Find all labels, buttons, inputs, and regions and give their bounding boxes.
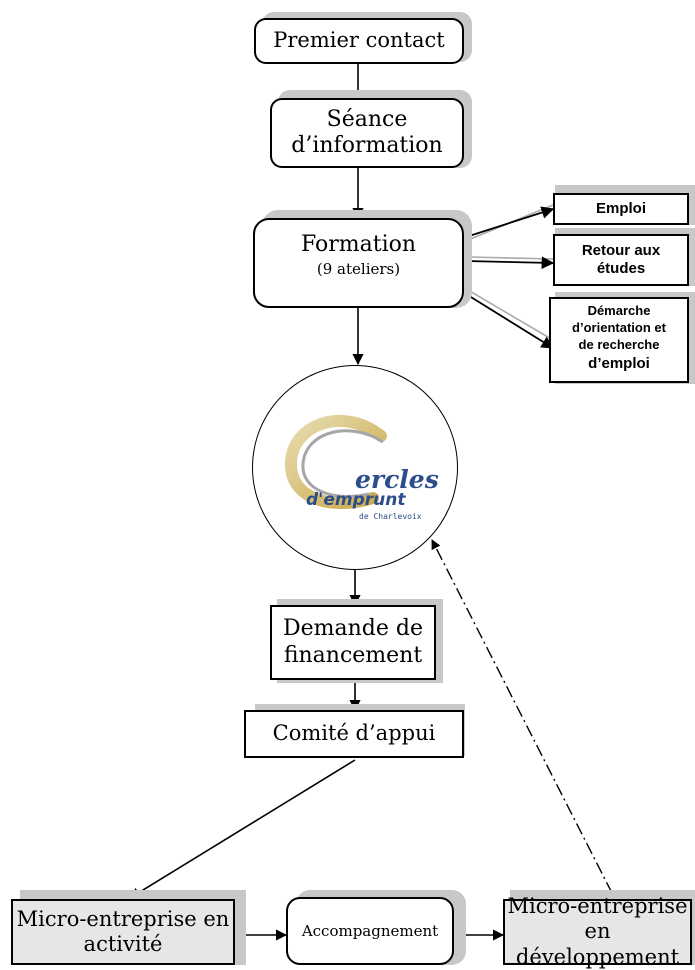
node-formation-label: Formation	[300, 232, 417, 257]
node-micro-dev-line2: en développement	[515, 919, 680, 969]
node-premier-contact: Premier contact	[254, 18, 464, 64]
node-demande-line1: Demande de	[282, 616, 423, 642]
node-demarche-line1: Démarche	[587, 303, 651, 318]
node-seance: Séance d’information	[270, 98, 464, 168]
node-micro-activite-line1: Micro-entreprise en	[16, 906, 230, 931]
arrow-comite-activite	[129, 759, 356, 899]
node-demarche-line2: d’orientation et	[572, 319, 666, 335]
arrow-formation-emploi	[465, 206, 555, 238]
node-micro-activite: Micro-entreprise en activité	[11, 899, 235, 965]
arrow-shadow-demarche	[467, 289, 554, 341]
node-demarche: Démarche d’orientation et de recherche d…	[549, 297, 689, 383]
node-micro-activite-line2: activité	[83, 932, 163, 956]
node-demarche-line4: d’emploi	[588, 354, 650, 372]
node-demande-line2: financement	[283, 642, 423, 668]
arrow-shadow-retour	[467, 256, 554, 260]
logo-line3: de Charlevoix	[359, 512, 422, 521]
node-premier-contact-label: Premier contact	[273, 28, 445, 53]
node-accompagnement: Accompagnement	[286, 897, 454, 965]
node-comite: Comité d’appui	[244, 710, 464, 758]
node-accompagnement-label: Accompagnement	[301, 922, 439, 940]
arrow-formation-retour	[465, 256, 555, 270]
node-formation-sub: (9 ateliers)	[316, 260, 401, 279]
node-comite-label: Comité d’appui	[272, 721, 436, 746]
node-demarche-line3: de recherche	[578, 336, 660, 352]
logo-circle: ercles d'emprunt de Charlevoix	[252, 365, 458, 570]
logo-word: ercles	[355, 465, 439, 494]
cercles-logo-icon	[284, 414, 387, 510]
node-retour: Retour aux études	[553, 234, 689, 286]
node-retour-line2: études	[596, 260, 646, 277]
node-seance-line2: d’information	[291, 133, 443, 158]
node-micro-dev-line1: Micro-entreprise	[507, 894, 688, 919]
node-emploi-label: Emploi	[595, 200, 646, 217]
node-micro-dev: Micro-entreprise en développement	[503, 894, 692, 969]
node-emploi: Emploi	[553, 193, 689, 225]
node-demande: Demande de financement	[270, 605, 436, 680]
node-seance-line1: Séance	[326, 106, 408, 132]
arrow-formation-demarche	[465, 293, 555, 349]
feedback-dev-logo	[431, 539, 613, 894]
logo-line2: d'emprunt	[306, 490, 406, 510]
node-formation: Formation (9 ateliers)	[253, 218, 464, 308]
node-retour-line1: Retour aux	[581, 242, 661, 259]
